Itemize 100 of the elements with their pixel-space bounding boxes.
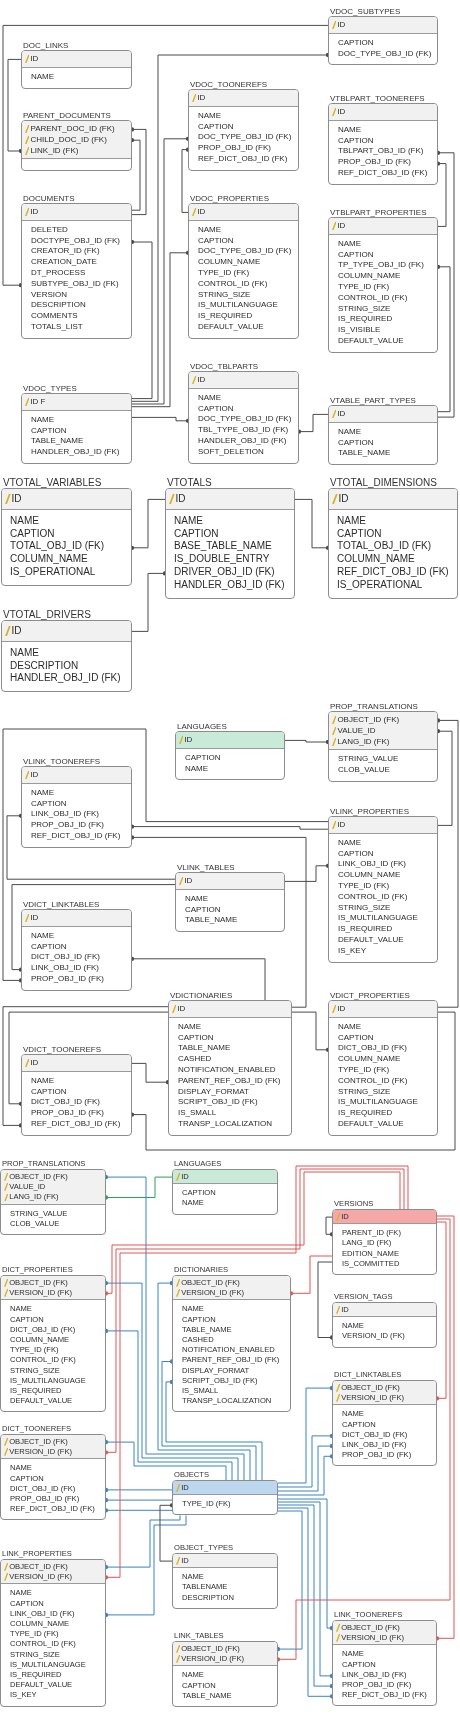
column-name: CAPTION [338,437,374,449]
column-name: CONTROL_ID (FK) [338,1075,408,1087]
table-name: PARENT_DOCUMENTS [23,110,111,120]
column-name: SCRIPT_OBJ_ID (FK) [178,1097,258,1109]
column-name: TBLPART_OBJ_ID (FK) [338,146,424,158]
key-column: CHILD_DOC_ID (FK) [30,134,107,146]
column-name: IS_MULTILANGUAGE [338,1097,418,1109]
column-name: CREATION_DATE [31,257,97,268]
column-name: CAPTION [10,527,55,541]
column-name: DELETED [31,224,68,236]
column-name: NAME [337,514,366,528]
key-section [22,204,131,221]
table-name: VTOTAL_DIMENSIONS [330,476,437,488]
table-name: DOC_LINKS [23,40,69,50]
key-column: ID [11,625,22,638]
column-name: TYPE_ID (FK) [338,1065,390,1076]
column-name: STRING_SIZE [338,902,391,914]
key-column: ID [337,107,346,118]
column-name: CAPTION [174,527,219,541]
key-section [173,1170,277,1185]
column-name: CONTROL_ID (FK) [198,278,268,290]
column-name: CAPTION [338,135,374,147]
column-name: DESCRIPTION [10,659,79,673]
column-name: PROP_OBJ_ID (FK) [31,1108,104,1119]
column-name: LINK_OBJ_ID (FK) [31,809,99,821]
column-name: IS_REQUIRED [198,311,253,322]
column-name: TOTALS_LIST [31,321,83,333]
column-name: NAME [31,787,55,799]
column-name: TYPE_ID (FK) [338,282,390,293]
table-name: VDOC_SUBTYPES [330,6,401,16]
key-section [22,121,131,160]
table-name: VDICTIONARIES [170,990,233,1000]
key-section [2,489,131,510]
key-column: ID [30,54,39,65]
key-column: ID [11,493,22,506]
key-section [22,1055,131,1072]
key-column: ID [175,493,186,506]
key-section [189,90,298,107]
key-column: ID [337,409,346,420]
key-column: ID [30,1058,39,1069]
relationship-line [6,813,176,880]
column-name: IS_REQUIRED [338,1108,393,1119]
table-name: VLINK_TOONEREFS [23,756,101,766]
column-name: REF_DICT_OBJ_ID (FK) [338,168,428,179]
column-name: SUBTYPE_OBJ_ID (FK) [31,278,119,290]
column-name: TABLE_NAME [338,448,391,460]
column-name: NAME [338,426,362,438]
key-section [169,1001,291,1018]
column-name: CAPTION [198,403,234,415]
column-name: TOTAL_OBJ_ID (FK) [10,540,105,554]
key-column: PARENT_DOC_ID (FK) [30,124,115,135]
column-name: TRANSP_LOCALIZATION [178,1118,273,1130]
column-name: CAPTION [338,1032,374,1044]
column-name: REF_DICT_OBJ_ID (FK) [198,154,288,165]
column-name: IS_MULTILANGUAGE [198,300,278,312]
key-section [22,767,131,784]
key-section [1,1170,105,1205]
column-name: CONTROL_ID (FK) [338,292,408,304]
key-section [173,1481,277,1496]
column-name: LINK_OBJ_ID (FK) [31,963,99,974]
column-name: COLUMN_NAME [338,870,401,881]
key-section [1,1276,105,1301]
column-name: DICT_OBJ_ID (FK) [338,1043,407,1055]
key-section [189,204,298,221]
column-name: TP_TYPE_OBJ_ID (FK) [338,260,424,272]
column-name: PROP_OBJ_ID (FK) [338,157,411,168]
column-name: IS_REQUIRED [338,924,393,935]
column-name: CAPTION [337,527,382,541]
column-name: TOTAL_OBJ_ID (FK) [337,540,432,554]
key-column: ID [197,207,206,218]
key-section [176,873,284,890]
column-name: COLUMN_NAME [337,553,415,566]
table-name: DOCUMENTS [23,193,75,203]
column-name: TABLE_NAME [185,915,238,927]
column-name: NAME [198,392,222,404]
key-column: ID [338,493,349,506]
key-column: VALUE_ID [337,725,376,737]
column-name: HANDLER_OBJ_ID (FK) [31,447,120,458]
key-section [333,1210,436,1225]
relationship-line [11,884,176,972]
table-name: VTOTAL_DRIVERS [3,608,91,620]
table-name: VDOC_TOONEREFS [190,79,268,89]
column-name: IS_KEY [338,945,366,957]
key-section [189,372,298,389]
relationship-line [161,1359,257,1481]
column-name: CAPTION [185,752,221,764]
key-section [173,1642,277,1667]
table-name: VDICT_PROPERTIES [330,990,410,1000]
column-name: REF_DICT_OBJ_ID (FK) [337,566,449,579]
column-name: STRING_SIZE [338,1086,391,1098]
relationship-line [2,728,329,983]
key-section [1,1560,105,1585]
column-name: DEFAULT_VALUE [338,335,404,347]
relationship-line [8,1011,169,1106]
column-name: CAPTION [338,848,374,860]
key-column: OBJECT_ID (FK) [337,715,400,726]
table-name: LANGUAGES [177,721,227,731]
column-name: IS_MULTILANGUAGE [338,913,418,925]
column-name: CAPTION [31,941,67,953]
column-name: DOC_TYPE_OBJ_ID (FK) [198,132,292,144]
